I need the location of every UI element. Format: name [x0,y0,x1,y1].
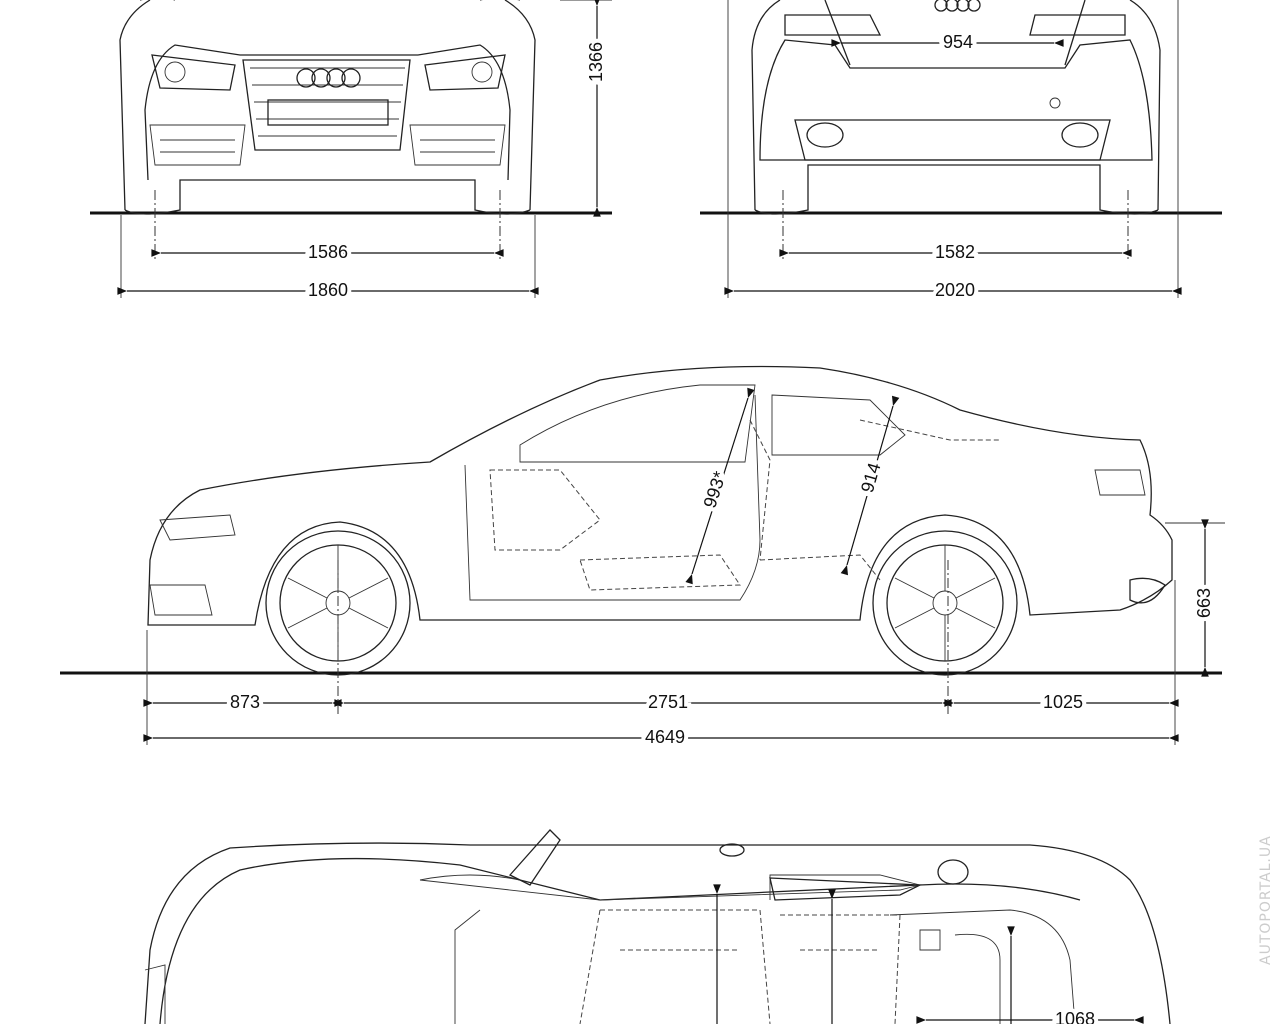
top-view: 1068 [144,829,1171,1024]
front-overhang-label: 873 [230,692,260,712]
watermark: AUTOPORTAL.UA [1258,835,1274,965]
rear-overhang-label: 1025 [1043,692,1083,712]
length-label: 4649 [645,727,685,747]
rear-width-label: 2020 [935,280,975,300]
front-width-label: 1860 [308,280,348,300]
rear-wheel [872,530,1018,676]
trunk-opening-label: 954 [943,32,973,52]
rear-view: 954 1582 2020 [700,0,1222,304]
front-grille [242,59,411,151]
antenna-mirror [508,829,561,886]
side-view: 873 2751 1025 4649 663 993* 914 [60,365,1225,751]
front-track-label: 1586 [308,242,348,262]
top-dimension-label: 1068 [1055,1009,1095,1024]
rear-track-label: 1582 [935,242,975,262]
height-label: 1366 [586,42,606,82]
rear-headroom-label: 914 [857,460,885,494]
load-height-label: 663 [1194,588,1214,618]
wheelbase-label: 2751 [648,692,688,712]
front-view: 1586 1860 1366 [90,0,612,304]
front-headroom-label: 993* [700,469,730,510]
